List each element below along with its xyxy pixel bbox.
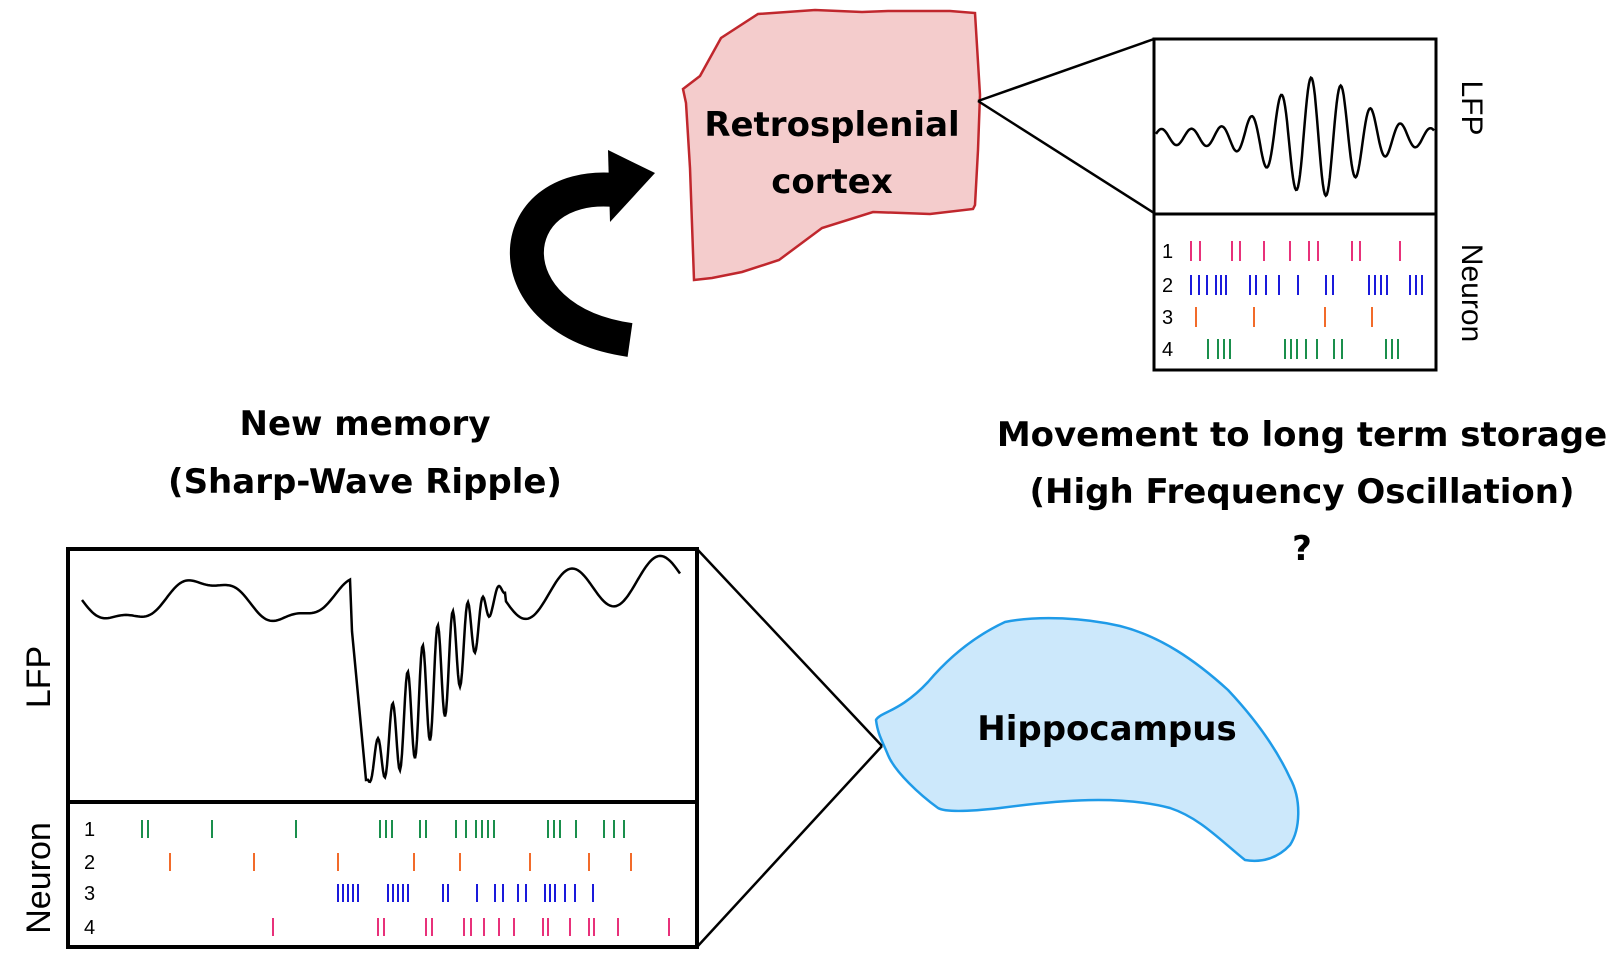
raster-row-label: 1 <box>1162 241 1173 263</box>
bottom-lfp-axis-label: LFP <box>20 646 58 708</box>
raster-row-label: 3 <box>84 883 95 905</box>
bottom-neuron-box <box>66 800 699 949</box>
cortex-zoom-lines <box>977 37 1155 215</box>
new-memory-line2: (Sharp-Wave Ripple) <box>168 462 562 502</box>
top-lfp-trace <box>1154 75 1435 198</box>
retrosplenial-cortex-region: Retrosplenial cortex <box>681 8 982 282</box>
top-neuron-axis-label: Neuron <box>1455 244 1488 342</box>
bottom-lfp-trace <box>81 554 682 784</box>
hippocampus-region: Hippocampus <box>874 616 1300 862</box>
top-spike-raster: 1 2 3 4 <box>1162 241 1423 361</box>
raster-row-label: 2 <box>1162 275 1173 297</box>
bottom-neuron-axis-label: Neuron <box>20 822 58 934</box>
hippocampus-label: Hippocampus <box>977 709 1236 749</box>
new-memory-line1: New memory <box>240 404 491 444</box>
movement-line2: (High Frequency Oscillation) <box>1029 472 1574 512</box>
raster-row-label: 4 <box>1162 339 1173 361</box>
top-lfp-axis-label: LFP <box>1455 80 1488 135</box>
bottom-spike-raster: 1 2 3 4 <box>84 819 670 939</box>
bottom-recording-panel: 1 2 3 4 LFP Neuron <box>20 547 699 949</box>
retrosplenial-label-line2: cortex <box>771 162 893 202</box>
retrosplenial-label-line1: Retrosplenial <box>704 105 959 145</box>
movement-line3: ? <box>1292 529 1312 569</box>
raster-row-label: 3 <box>1162 307 1173 329</box>
raster-row-label: 2 <box>84 852 95 874</box>
top-recording-panel: 1 2 3 4 LFP Neuron <box>1152 37 1488 372</box>
movement-caption: Movement to long term storage (High Freq… <box>997 415 1607 569</box>
raster-row-label: 1 <box>84 819 95 841</box>
hippocampus-zoom-lines <box>696 548 883 948</box>
raster-row-label: 4 <box>84 917 95 939</box>
curved-arrow-icon <box>509 150 655 357</box>
movement-line1: Movement to long term storage <box>997 415 1607 455</box>
top-neuron-box <box>1152 212 1438 372</box>
new-memory-caption: New memory (Sharp-Wave Ripple) <box>168 404 562 502</box>
